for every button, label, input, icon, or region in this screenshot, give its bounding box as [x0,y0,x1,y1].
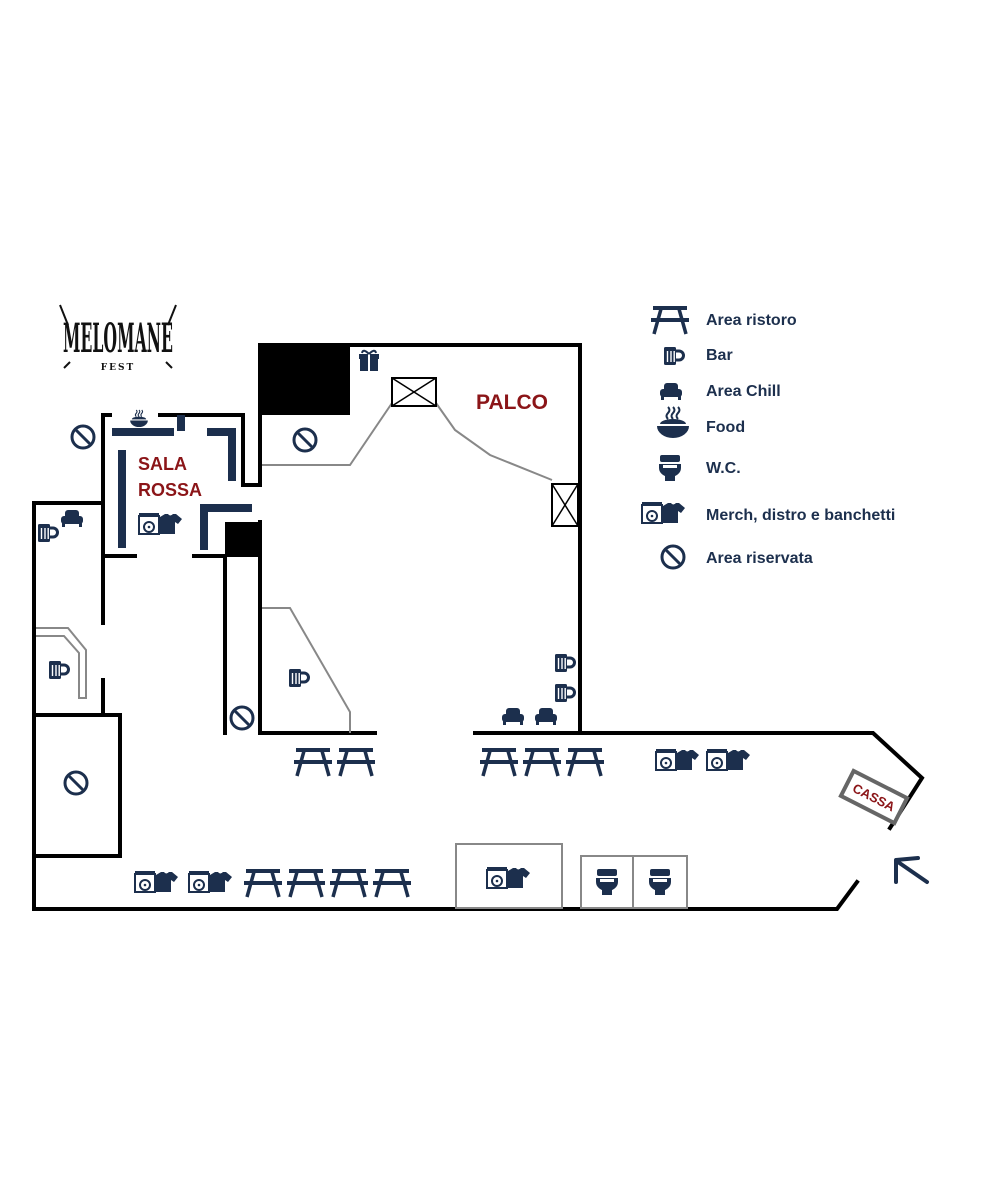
cassa-box: CASSA [838,768,910,826]
logo-wordmark: MELOMANE [63,315,173,362]
venue-walls [32,343,925,911]
stage-speaker-right [551,483,579,527]
toilet-icon [649,869,671,895]
sala-rossa-label-line2: ROSSA [138,480,202,500]
map-legend: Area ristoro Bar Area Chill Food W.C. Me… [641,304,895,570]
toilet-icon [659,455,681,481]
legend-label: Area Chill [706,383,781,400]
merch-icon [641,501,686,524]
legend-item-wc: W.C. [659,455,741,481]
toilet-icon [596,869,618,895]
beer-mug-icon [553,682,576,704]
pillar-block [225,522,262,557]
picnic-table-icon [328,867,370,899]
legend-label: Merch, distro e banchetti [706,507,895,524]
backstage-block [260,345,350,415]
beer-mug-icon [47,659,70,681]
sala-rossa-label-line1: SALA [138,454,187,474]
beer-mug-icon [553,652,576,674]
sofa-icon [660,383,682,400]
legend-item-area-riservata: Area riservata [660,544,813,570]
legend-item-area-chill: Area Chill [660,383,781,400]
festival-logo: MELOMANE FEST [59,304,177,373]
legend-item-food: Food [656,406,745,439]
legend-label: W.C. [706,460,741,477]
sala-rossa-counters [112,415,252,550]
legend-label: Area ristoro [706,312,797,329]
no-entry-icon [63,770,89,796]
sofa-icon [502,708,524,725]
legend-label: Bar [706,347,733,364]
merch-icon [706,748,751,771]
no-entry-icon [292,427,318,453]
logo-subtitle: FEST [101,363,135,373]
merch-icon [134,870,179,893]
beer-mug-icon [36,522,59,544]
legend-item-bar: Bar [662,345,733,367]
legend-item-area-ristoro: Area ristoro [649,304,797,336]
picnic-table-icon [649,304,691,336]
entrance-arrow-icon [894,856,929,884]
legend-label: Food [706,419,745,436]
stage-label: PALCO [476,391,548,414]
picnic-table-icon [285,867,327,899]
picnic-table-icon [371,867,413,899]
no-entry-icon [660,544,686,570]
picnic-table-icon [335,746,377,778]
picnic-table-icon [564,746,606,778]
gift-icon [358,349,380,372]
food-bowl-icon [656,406,690,439]
picnic-table-icon [242,867,284,899]
merch-icon [655,748,700,771]
beer-mug-icon [287,667,310,689]
stage-speaker-left [391,377,437,407]
no-entry-icon [229,705,255,731]
no-entry-icon [70,424,96,450]
picnic-table-icon [292,746,334,778]
merch-icon [486,866,531,889]
food-bowl-icon [129,409,149,428]
picnic-table-icon [521,746,563,778]
legend-item-merch: Merch, distro e banchetti [641,501,895,524]
merch-icon [138,512,183,535]
legend-label: Area riservata [706,550,813,567]
stage-structure [36,402,688,909]
sofa-icon [535,708,557,725]
picnic-table-icon [478,746,520,778]
merch-icon [188,870,233,893]
sofa-icon [61,510,83,527]
beer-mug-icon [662,345,685,367]
